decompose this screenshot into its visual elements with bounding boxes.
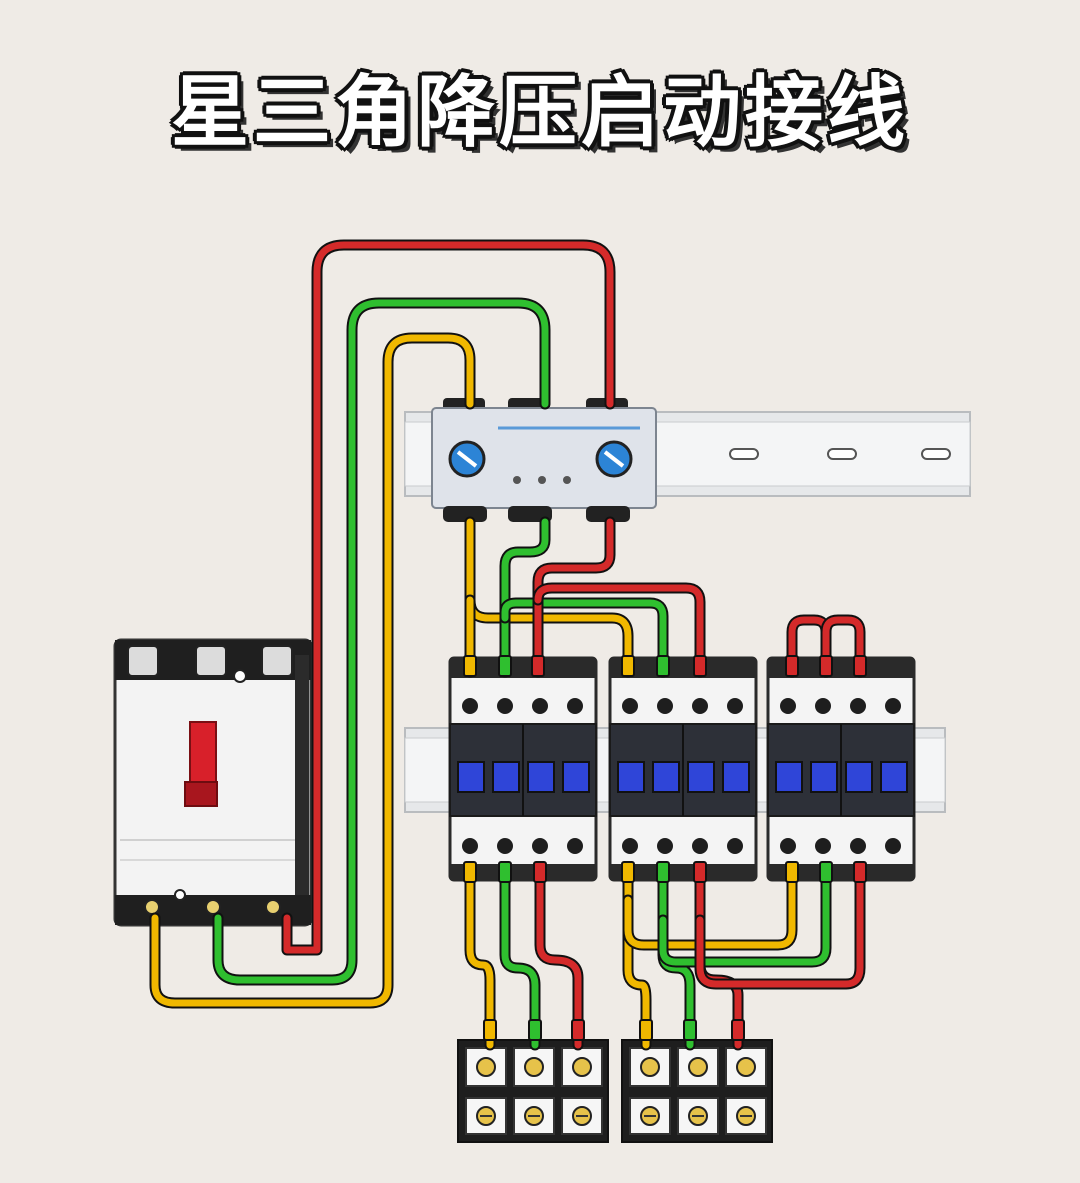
contactor-3 — [766, 656, 916, 882]
wire-ferrule — [621, 655, 635, 677]
terminal-screw — [567, 838, 583, 854]
circuit-breaker — [113, 638, 313, 927]
terminal-screw — [567, 698, 583, 714]
wire-ferrule — [656, 861, 670, 883]
terminal-screw — [736, 1057, 756, 1077]
terminal-screw — [885, 698, 901, 714]
terminal-screw — [462, 698, 478, 714]
terminal-screw — [532, 838, 548, 854]
wire-ferrule — [498, 655, 512, 677]
wire-ferrule — [785, 655, 799, 677]
diagram-title: 星三角降压启动接线 — [170, 68, 909, 158]
contact-indicator — [617, 761, 645, 793]
contact-indicator — [652, 761, 680, 793]
terminal-screw — [727, 698, 743, 714]
wire-ferrule — [785, 861, 799, 883]
wire-ferrule — [853, 861, 867, 883]
wire-ferrule — [483, 1019, 497, 1041]
wire-ferrule — [819, 655, 833, 677]
terminal-screw — [780, 698, 796, 714]
terminal-block-2 — [621, 1039, 773, 1143]
terminal-screw — [692, 698, 708, 714]
terminal-screw — [532, 698, 548, 714]
contact-indicator — [722, 761, 750, 793]
terminal-screw — [524, 1057, 544, 1077]
terminal-screw — [462, 838, 478, 854]
wire-ferrule — [683, 1019, 697, 1041]
contact-indicator — [810, 761, 838, 793]
contactor-1 — [448, 656, 598, 882]
contact-indicator — [845, 761, 873, 793]
wire-ferrule — [639, 1019, 653, 1041]
contact-indicator — [562, 761, 590, 793]
wiring — [149, 239, 866, 1051]
wire-ferrule — [819, 861, 833, 883]
terminal-screw — [572, 1057, 592, 1077]
contact-indicator — [775, 761, 803, 793]
terminal-screw — [850, 698, 866, 714]
wire-ferrule — [656, 655, 670, 677]
wire-ferrule — [533, 861, 547, 883]
terminal-block-group — [457, 1039, 773, 1143]
terminal-screw — [497, 838, 513, 854]
terminal-screw — [815, 698, 831, 714]
wire-ferrule — [528, 1019, 542, 1041]
terminal-screw — [622, 838, 638, 854]
terminal-screw — [640, 1057, 660, 1077]
wire-ferrule — [571, 1019, 585, 1041]
timer-relay — [431, 398, 657, 522]
terminal-screw — [780, 838, 796, 854]
breaker-handle[interactable] — [189, 721, 217, 785]
wire-ferrule — [498, 861, 512, 883]
contact-indicator — [687, 761, 715, 793]
terminal-screw — [622, 698, 638, 714]
wire-ferrule — [731, 1019, 745, 1041]
wire-ferrule — [463, 655, 477, 677]
contactor-group — [448, 656, 916, 882]
contact-indicator — [457, 761, 485, 793]
terminal-screw — [692, 838, 708, 854]
terminal-screw — [727, 838, 743, 854]
wire-ferrules — [463, 655, 867, 1041]
wire-ferrule — [463, 861, 477, 883]
wire-ferrule — [693, 861, 707, 883]
terminal-screw — [688, 1057, 708, 1077]
wire-ferrule — [531, 655, 545, 677]
wire-ferrule — [693, 655, 707, 677]
terminal-screw — [885, 838, 901, 854]
terminal-screw — [850, 838, 866, 854]
contact-indicator — [880, 761, 908, 793]
wire-ferrule — [853, 655, 867, 677]
contactor-2 — [608, 656, 758, 882]
terminal-block-1 — [457, 1039, 609, 1143]
contact-indicator — [492, 761, 520, 793]
contact-indicator — [527, 761, 555, 793]
wire-ferrule — [621, 861, 635, 883]
terminal-screw — [657, 838, 673, 854]
terminal-screw — [476, 1057, 496, 1077]
terminal-screw — [497, 698, 513, 714]
terminal-screw — [657, 698, 673, 714]
terminal-screw — [815, 838, 831, 854]
